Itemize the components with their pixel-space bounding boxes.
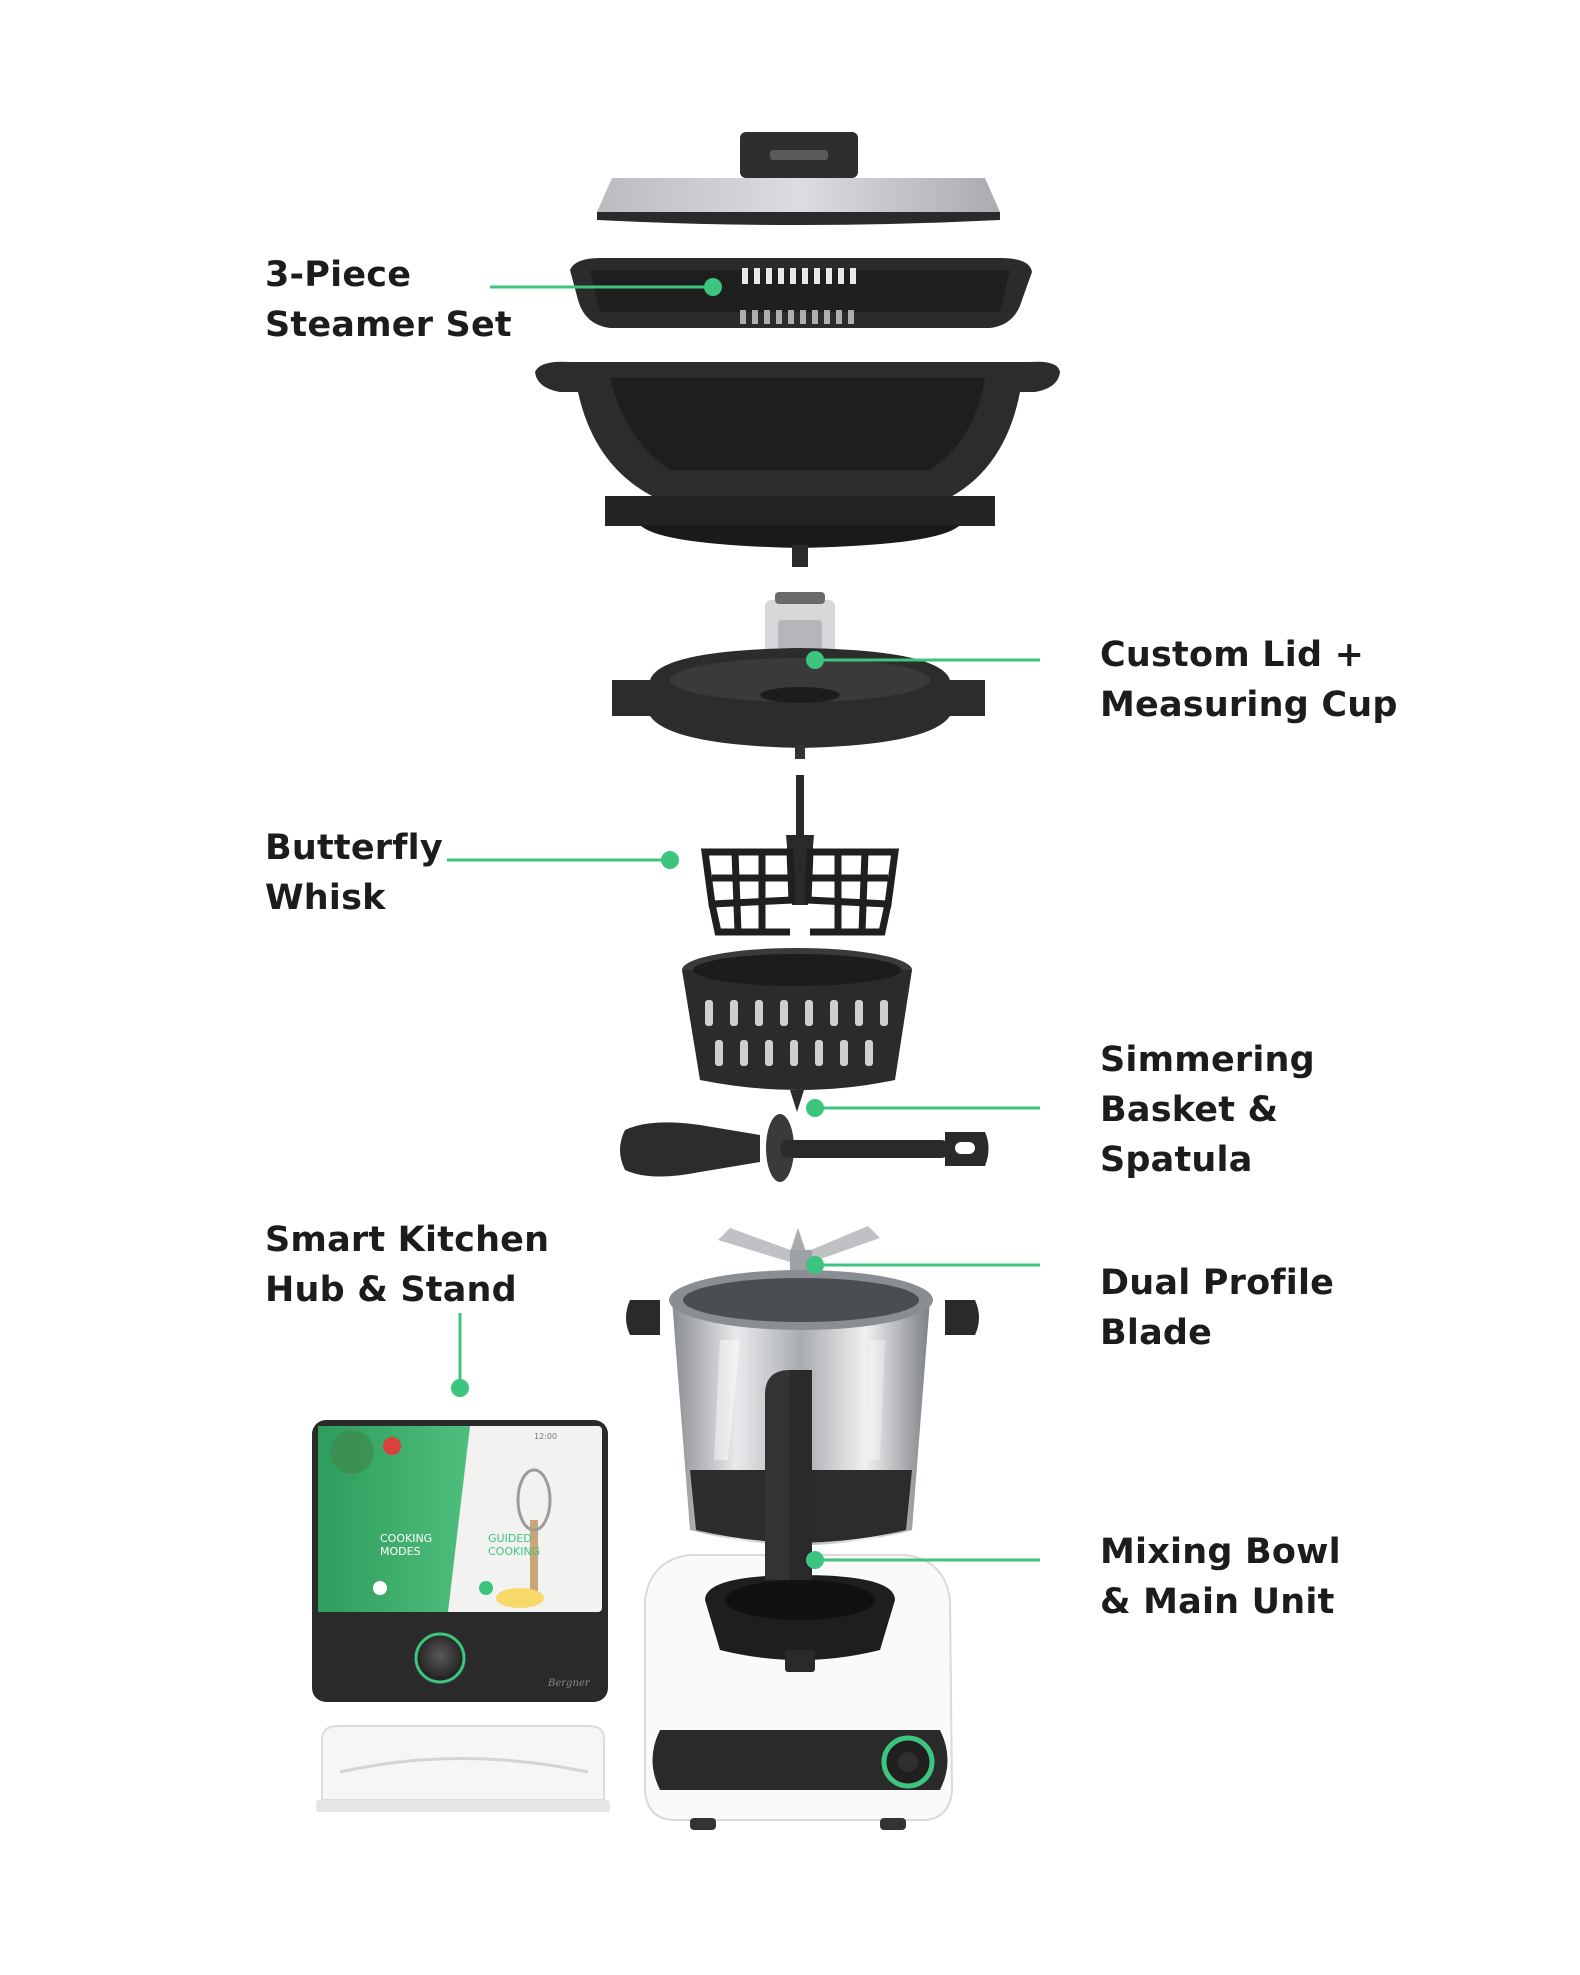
mixing-bowl: [626, 1270, 979, 1580]
callout-dot-hub: [451, 1379, 469, 1397]
label-basket-line-2: Basket &: [1100, 1090, 1279, 1130]
label-blade-line-1: Dual Profile: [1100, 1263, 1335, 1303]
label-custom-lid: Custom Lid + Measuring Cup: [1100, 630, 1398, 730]
label-butterfly-whisk: Butterfly Whisk: [265, 823, 443, 923]
label-bowl-line-1: Mixing Bowl: [1100, 1532, 1341, 1572]
screen-tile-guided-cooking[interactable]: GUIDED COOKING: [488, 1532, 540, 1558]
callout-dot-whisk: [661, 851, 679, 869]
spatula: [620, 1114, 989, 1182]
label-hub-line-2: Hub & Stand: [265, 1270, 517, 1310]
hub-screen-time: 12:00: [534, 1432, 558, 1441]
callout-dot-blade: [806, 1256, 824, 1274]
label-blade-line-2: Blade: [1100, 1313, 1213, 1353]
label-smart-kitchen-hub: Smart Kitchen Hub & Stand: [265, 1215, 549, 1315]
label-dual-profile-blade: Dual Profile Blade: [1100, 1258, 1334, 1358]
label-lid-line-1: Custom Lid +: [1100, 635, 1365, 675]
label-mixing-bowl: Mixing Bowl & Main Unit: [1100, 1527, 1341, 1627]
steamer-bowl: [535, 361, 1060, 567]
custom-lid: [612, 592, 985, 759]
callout-dot-basket: [806, 1099, 824, 1117]
screen-tile-cooking-modes[interactable]: COOKING MODES: [380, 1532, 432, 1558]
label-simmering-basket: Simmering Basket & Spatula: [1100, 1035, 1315, 1185]
hub-stand: [316, 1725, 610, 1812]
label-hub-line-1: Smart Kitchen: [265, 1220, 550, 1260]
brand-signature: Bergner: [548, 1678, 590, 1689]
label-lid-line-2: Measuring Cup: [1100, 685, 1398, 725]
butterfly-whisk: [700, 775, 900, 936]
label-basket-line-1: Simmering: [1100, 1040, 1315, 1080]
simmering-basket: [682, 948, 912, 1112]
cooking-modes-line-1: COOKING: [380, 1532, 433, 1545]
callout-dot-bowl: [806, 1551, 824, 1569]
label-steamer-line-2: Steamer Set: [265, 305, 512, 345]
label-whisk-line-1: Butterfly: [265, 828, 443, 868]
main-unit: [644, 1554, 954, 1830]
label-whisk-line-2: Whisk: [265, 878, 386, 918]
guided-cooking-line-2: COOKING: [488, 1545, 541, 1558]
cooking-modes-line-2: MODES: [380, 1545, 421, 1558]
guided-cooking-line-1: GUIDED: [488, 1532, 532, 1545]
callout-dot-lid: [806, 651, 824, 669]
smart-kitchen-hub: [312, 1420, 608, 1702]
label-bowl-line-2: & Main Unit: [1100, 1582, 1335, 1622]
callout-dot-steamer: [704, 278, 722, 296]
label-basket-line-3: Spatula: [1100, 1140, 1253, 1180]
label-steamer-line-1: 3-Piece: [265, 255, 412, 295]
steamer-lid: [597, 132, 1000, 225]
steamer-tray: [570, 258, 1032, 328]
label-steamer-set: 3-Piece Steamer Set: [265, 250, 512, 350]
